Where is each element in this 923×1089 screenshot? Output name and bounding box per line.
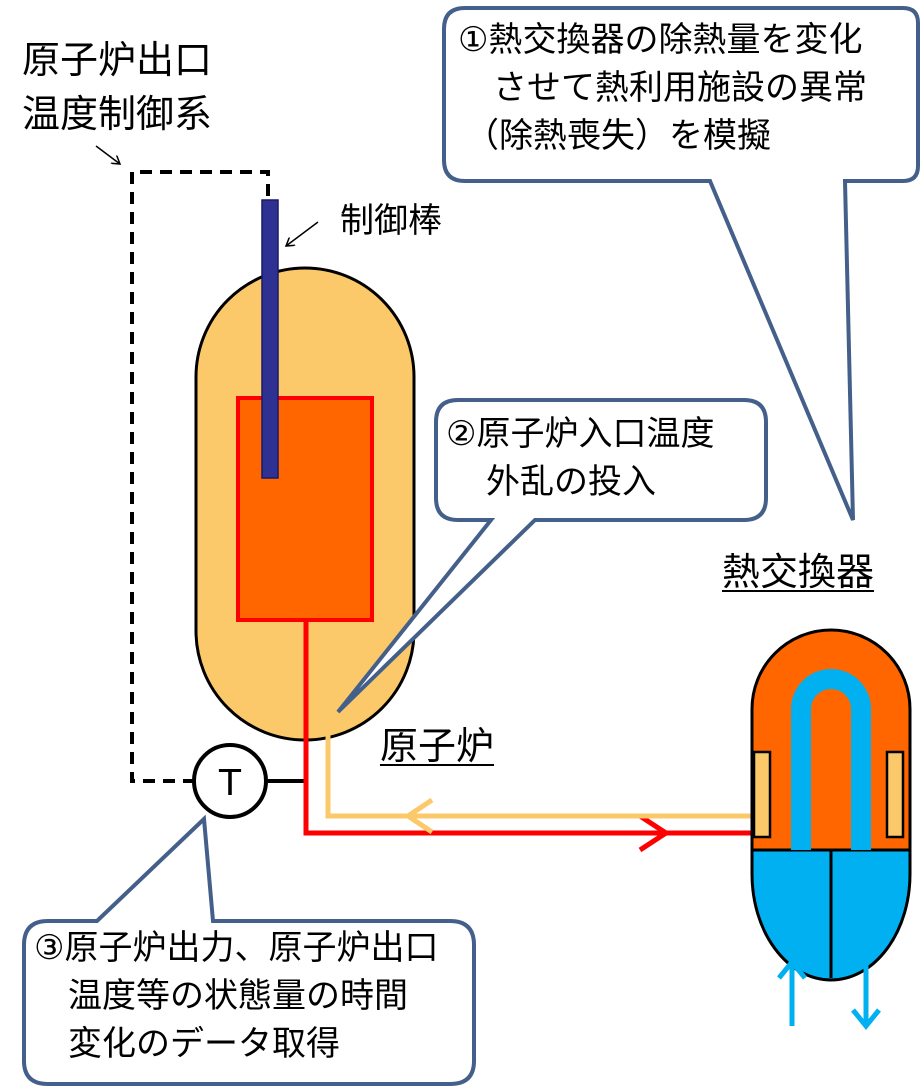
callout-1-bubble — [442, 6, 920, 521]
callout-1-line2: させて熱利用施設の異常 — [493, 68, 867, 108]
heat-exchanger-u-tube — [791, 669, 871, 850]
control-system-pointer-arrow — [95, 145, 120, 164]
control-rod — [261, 199, 279, 479]
heat-exchanger-outlet-nozzle — [885, 750, 905, 839]
callout-2-bubble — [336, 398, 768, 714]
heat-exchanger-inlet-nozzle — [752, 750, 772, 839]
control-system-label-line2: 温度制御系 — [22, 92, 213, 136]
secondary-outflow-arrow-head — [851, 1008, 881, 1030]
control-rod-label: 制御棒 — [340, 201, 442, 241]
callout-2-line2: 外乱の投入 — [486, 462, 656, 502]
cold-leg-flow-arrow — [403, 797, 434, 835]
thermometer-circle — [192, 743, 268, 819]
control-rod-pointer-arrow — [286, 221, 319, 246]
thermometer-label: T — [218, 763, 242, 804]
callout-3-line1: ③原子炉出力、原子炉出口 — [34, 928, 439, 968]
callout-3-line3: 変化のデータ取得 — [68, 1024, 340, 1064]
hot-leg-flow-arrow — [638, 813, 671, 853]
hot-leg-pipe — [303, 620, 768, 836]
callout-2-line1: ②原子炉入口温度 — [446, 414, 715, 454]
callout-1-line1: ①熱交換器の除熱量を変化 — [458, 20, 863, 60]
heat-exchanger-label: 熱交換器 — [722, 550, 875, 594]
control-loop-dashed-line — [130, 170, 270, 783]
cold-leg-pipe — [325, 729, 754, 819]
callout-3-bubble — [22, 814, 476, 1086]
secondary-inflow-arrow-head — [777, 958, 807, 980]
reactor-core — [236, 396, 374, 622]
callout-3-line2: 温度等の状態量の時間 — [68, 976, 408, 1016]
callout-1-line3: （除熱喪失）を模擬 — [465, 116, 771, 156]
reactor-label: 原子炉 — [380, 724, 495, 768]
control-system-label-line1: 原子炉出口 — [22, 38, 213, 82]
